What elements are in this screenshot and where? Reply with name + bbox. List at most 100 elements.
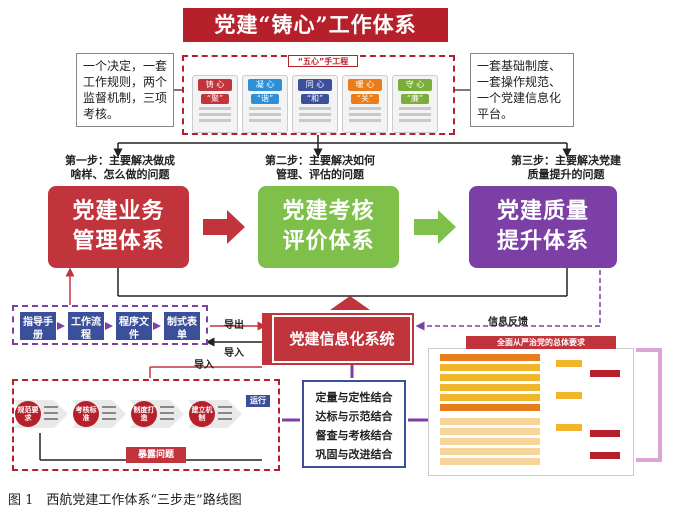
combine-item-4: 巩固与改进结合 bbox=[315, 448, 393, 461]
heart-card-text-line bbox=[249, 113, 281, 116]
arrow-green-icon bbox=[414, 210, 456, 244]
process-chevron: 制度打造 bbox=[130, 392, 186, 436]
import-label: 导入 bbox=[224, 348, 244, 359]
expose-problem-tag: 暴露问题 bbox=[126, 447, 186, 463]
flow-box: 制式表单 bbox=[164, 312, 200, 341]
requirements-header: 全面从严治党的总体要求 bbox=[466, 336, 616, 349]
heart-card: 凝 心“谐” bbox=[242, 75, 288, 133]
requirement-row bbox=[556, 424, 582, 431]
requirement-row bbox=[440, 354, 540, 361]
heart-card-title: 同 心 bbox=[298, 79, 332, 91]
step-3-line1: 第三步：主要解决党建 bbox=[511, 154, 621, 167]
step-3-line2: 质量提升的问题 bbox=[527, 168, 605, 181]
run-tag: 运行 bbox=[246, 395, 270, 407]
flow-box: 指导手册 bbox=[20, 312, 56, 341]
flow-arrow-icon bbox=[105, 322, 115, 330]
info-system-box: 党建信息化系统 bbox=[272, 315, 412, 363]
heart-card-text-line bbox=[349, 113, 381, 116]
step-2-line2: 管理、评估的问题 bbox=[276, 168, 364, 181]
triangle-up-icon bbox=[330, 296, 370, 310]
chevron-arrow-icon bbox=[188, 400, 242, 428]
requirement-row bbox=[440, 404, 540, 411]
figure-caption: 图 1 西航党建工作体系“三步走”路线图 bbox=[8, 493, 242, 508]
process-chevron-label: 考核标准 bbox=[75, 406, 97, 422]
left-note: 一个决定，一套工作规则，两个监督机制，三项考核。 bbox=[76, 53, 174, 127]
process-chevron-label: 制度打造 bbox=[133, 406, 155, 422]
heart-card-text-line bbox=[299, 119, 331, 122]
heart-card-text-line bbox=[399, 119, 431, 122]
requirement-row bbox=[440, 438, 540, 445]
heart-card-title: 铸 心 bbox=[198, 79, 232, 91]
process-chevron: 考核标准 bbox=[72, 392, 128, 436]
requirement-row bbox=[590, 370, 620, 377]
import-label-2: 导入 bbox=[194, 360, 214, 371]
step-1-line1: 第一步：主要解决做成 bbox=[65, 154, 175, 167]
requirement-row bbox=[440, 364, 540, 371]
business-management-system-box: 党建业务 管理体系 bbox=[48, 186, 189, 268]
combine-item-1: 定量与定性结合 bbox=[315, 391, 393, 404]
process-chevron-label: 建立机制 bbox=[191, 406, 213, 422]
combine-item-3: 督查与考核结合 bbox=[315, 429, 393, 442]
feedback-label: 信息反馈 bbox=[488, 317, 528, 328]
flow-box-label: 制式表单 bbox=[167, 317, 197, 341]
flow-panel bbox=[12, 305, 208, 345]
box-1-line2: 管理体系 bbox=[72, 228, 165, 254]
heart-card-text-line bbox=[299, 113, 331, 116]
heart-card: 守 心“廉” bbox=[392, 75, 438, 133]
requirement-row bbox=[440, 394, 540, 401]
process-chevron: 建立机制 bbox=[188, 392, 244, 436]
requirement-row bbox=[556, 392, 582, 399]
step-2-line1: 第二步：主要解决如何 bbox=[265, 154, 375, 167]
step-2-label: 第二步：主要解决如何 管理、评估的问题 bbox=[240, 154, 400, 182]
left-note-text: 一个决定，一套工作规则，两个监督机制，三项考核。 bbox=[83, 59, 168, 121]
requirement-row bbox=[440, 428, 540, 435]
heart-card-text-line bbox=[249, 107, 281, 110]
quality-improvement-system-box: 党建质量 提升体系 bbox=[469, 186, 617, 268]
heart-card-text-line bbox=[299, 107, 331, 110]
heart-card-subtitle: “关” bbox=[351, 94, 379, 104]
box-3-line2: 提升体系 bbox=[496, 228, 589, 254]
heart-card-title: 暖 心 bbox=[348, 79, 382, 91]
requirement-row bbox=[440, 384, 540, 391]
heart-card-title: 守 心 bbox=[398, 79, 432, 91]
chevron-arrow-icon bbox=[14, 400, 68, 428]
right-note: 一套基础制度、一套操作规范、一个党建信息化平台。 bbox=[470, 53, 574, 127]
assessment-evaluation-system-box: 党建考核 评价体系 bbox=[258, 186, 399, 268]
box-2-line2: 评价体系 bbox=[282, 228, 375, 254]
requirement-row bbox=[590, 430, 620, 437]
arrow-red-icon bbox=[203, 210, 245, 244]
heart-card: 铸 心 “聚” bbox=[192, 75, 238, 133]
heart-card-text-line bbox=[199, 107, 231, 110]
heart-card-subtitle: “聚” bbox=[201, 94, 229, 104]
step-3-label: 第三步：主要解决党建 质量提升的问题 bbox=[486, 154, 646, 182]
step-1-label: 第一步：主要解决做成 啥样、怎么做的问题 bbox=[40, 154, 200, 182]
requirement-row bbox=[440, 374, 540, 381]
export-label: 导出 bbox=[224, 320, 244, 331]
info-system-tab bbox=[262, 313, 270, 365]
page-title: 党建“铸心”工作体系 bbox=[183, 8, 448, 42]
flow-box-label: 程序文件 bbox=[119, 317, 149, 341]
heart-card-subtitle: “谐” bbox=[251, 94, 279, 104]
flow-box: 工作流程 bbox=[68, 312, 104, 341]
requirement-row bbox=[590, 452, 620, 459]
heart-card-text-line bbox=[399, 107, 431, 110]
flow-arrow-icon bbox=[57, 322, 67, 330]
flow-box-label: 指导手册 bbox=[23, 317, 53, 341]
box-2-line1: 党建考核 bbox=[282, 198, 375, 224]
heart-card-text-line bbox=[199, 113, 231, 116]
flow-arrow-icon bbox=[153, 322, 163, 330]
chevron-arrow-icon bbox=[130, 400, 184, 428]
five-hearts-label: “五心”手工程 bbox=[288, 55, 358, 67]
process-chevron: 规范要求 bbox=[14, 392, 70, 436]
box-3-line1: 党建质量 bbox=[496, 198, 589, 224]
heart-card-text-line bbox=[249, 119, 281, 122]
combine-item-2: 达标与示范结合 bbox=[315, 410, 393, 423]
step-1-line2: 啥样、怎么做的问题 bbox=[70, 168, 170, 181]
heart-card-text-line bbox=[349, 107, 381, 110]
requirement-row bbox=[440, 448, 540, 455]
heart-card-text-line bbox=[199, 119, 231, 122]
heart-card-text-line bbox=[349, 119, 381, 122]
right-note-text: 一套基础制度、一套操作规范、一个党建信息化平台。 bbox=[477, 59, 562, 121]
heart-card: 暖 心 “关” bbox=[342, 75, 388, 133]
